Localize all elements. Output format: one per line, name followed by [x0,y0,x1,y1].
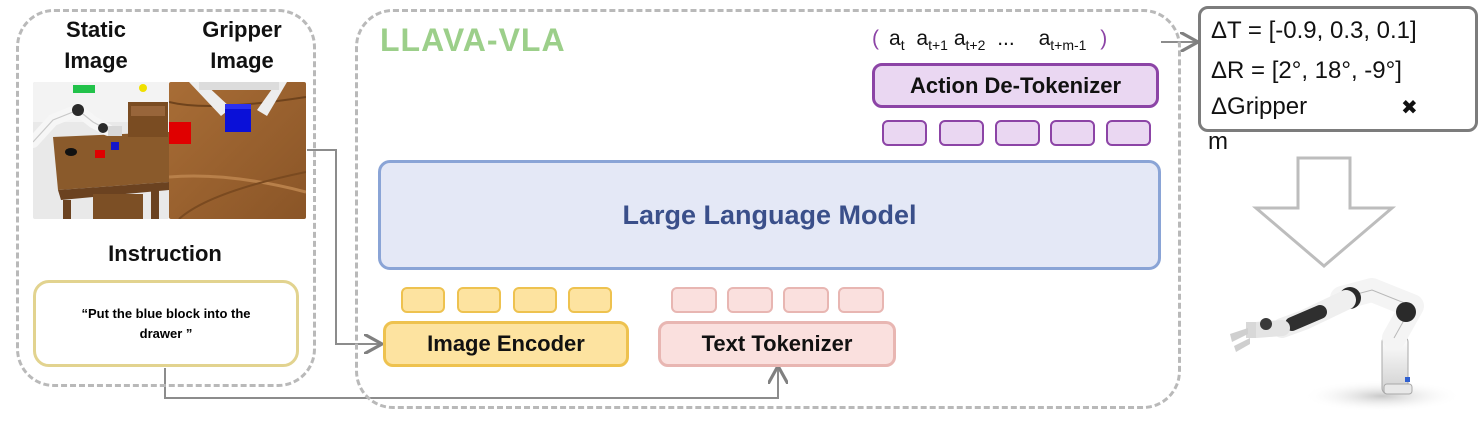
robot-arm-image [1230,278,1462,412]
action-a4: a [1038,27,1051,50]
llm-box: Large Language Model [378,160,1161,270]
image-encoder-box: Image Encoder [383,321,629,367]
text-token [727,287,773,313]
gripper-to-encoder-arrow [307,149,380,344]
action-token [995,120,1040,146]
wrap-char-text: m [1208,128,1228,155]
image-encoder-label: Image Encoder [427,331,585,356]
action-ellipsis: ... [997,27,1015,50]
delta-t-text: ΔT = [-0.9, 0.3, 0.1] [1211,17,1417,44]
action-token [882,120,927,146]
image-token [513,287,557,313]
input-panel [16,9,316,387]
delta-r-text: ΔR = [2°, 18°, -9°] [1211,57,1402,84]
action-a1: a [889,27,901,50]
action-token [1106,120,1151,146]
instruction-box: “Put the blue block into the drawer ” [33,280,299,367]
static-image-label: Static Image [64,17,128,73]
action-token [939,120,984,146]
llm-label: Large Language Model [622,199,917,230]
action-a1-sub: t [900,37,905,54]
action-output-box: ΔT = [-0.9, 0.3, 0.1] ΔR = [2°, 18°, -9°… [1198,6,1478,132]
gripper-image [169,82,306,219]
image-token [401,287,445,313]
down-arrow-icon [1251,156,1397,268]
image-token [457,287,501,313]
delta-gripper-text: ΔGripper [1211,93,1308,120]
instruction-to-tokenizer-arrow [164,368,778,399]
action-a2: a [916,27,929,50]
action-a2-sub: t+1 [928,37,948,54]
action-a4-sub: t+m-1 [1050,37,1087,54]
action-a3-sub: t+2 [965,37,986,54]
close-paren: ) [1100,27,1108,50]
action-a3: a [953,27,966,50]
action-token [1050,120,1095,146]
instruction-text: “Put the blue block into the drawer ” [81,305,251,341]
action-detokenizer-box: Action De-Tokenizer [872,63,1159,108]
instruction-label: Instruction [108,241,222,266]
text-tokenizer-label: Text Tokenizer [701,331,853,356]
image-token [568,287,612,313]
text-token [838,287,884,313]
text-tokenizer-box: Text Tokenizer [658,321,896,367]
text-token [783,287,829,313]
gripper-image-label: Gripper Image [202,17,282,73]
gripper-close-icon: ✖ [1401,97,1418,119]
llava-vla-panel [355,9,1181,409]
llava-vla-title: LLAVA-VLA [380,22,566,58]
action-detokenizer-label: Action De-Tokenizer [909,72,1122,98]
text-token [671,287,717,313]
static-image [33,82,169,219]
action-sequence: (at at+1 at+2 ... at+m-1 ) [872,27,1107,53]
open-paren: ( [872,27,879,50]
